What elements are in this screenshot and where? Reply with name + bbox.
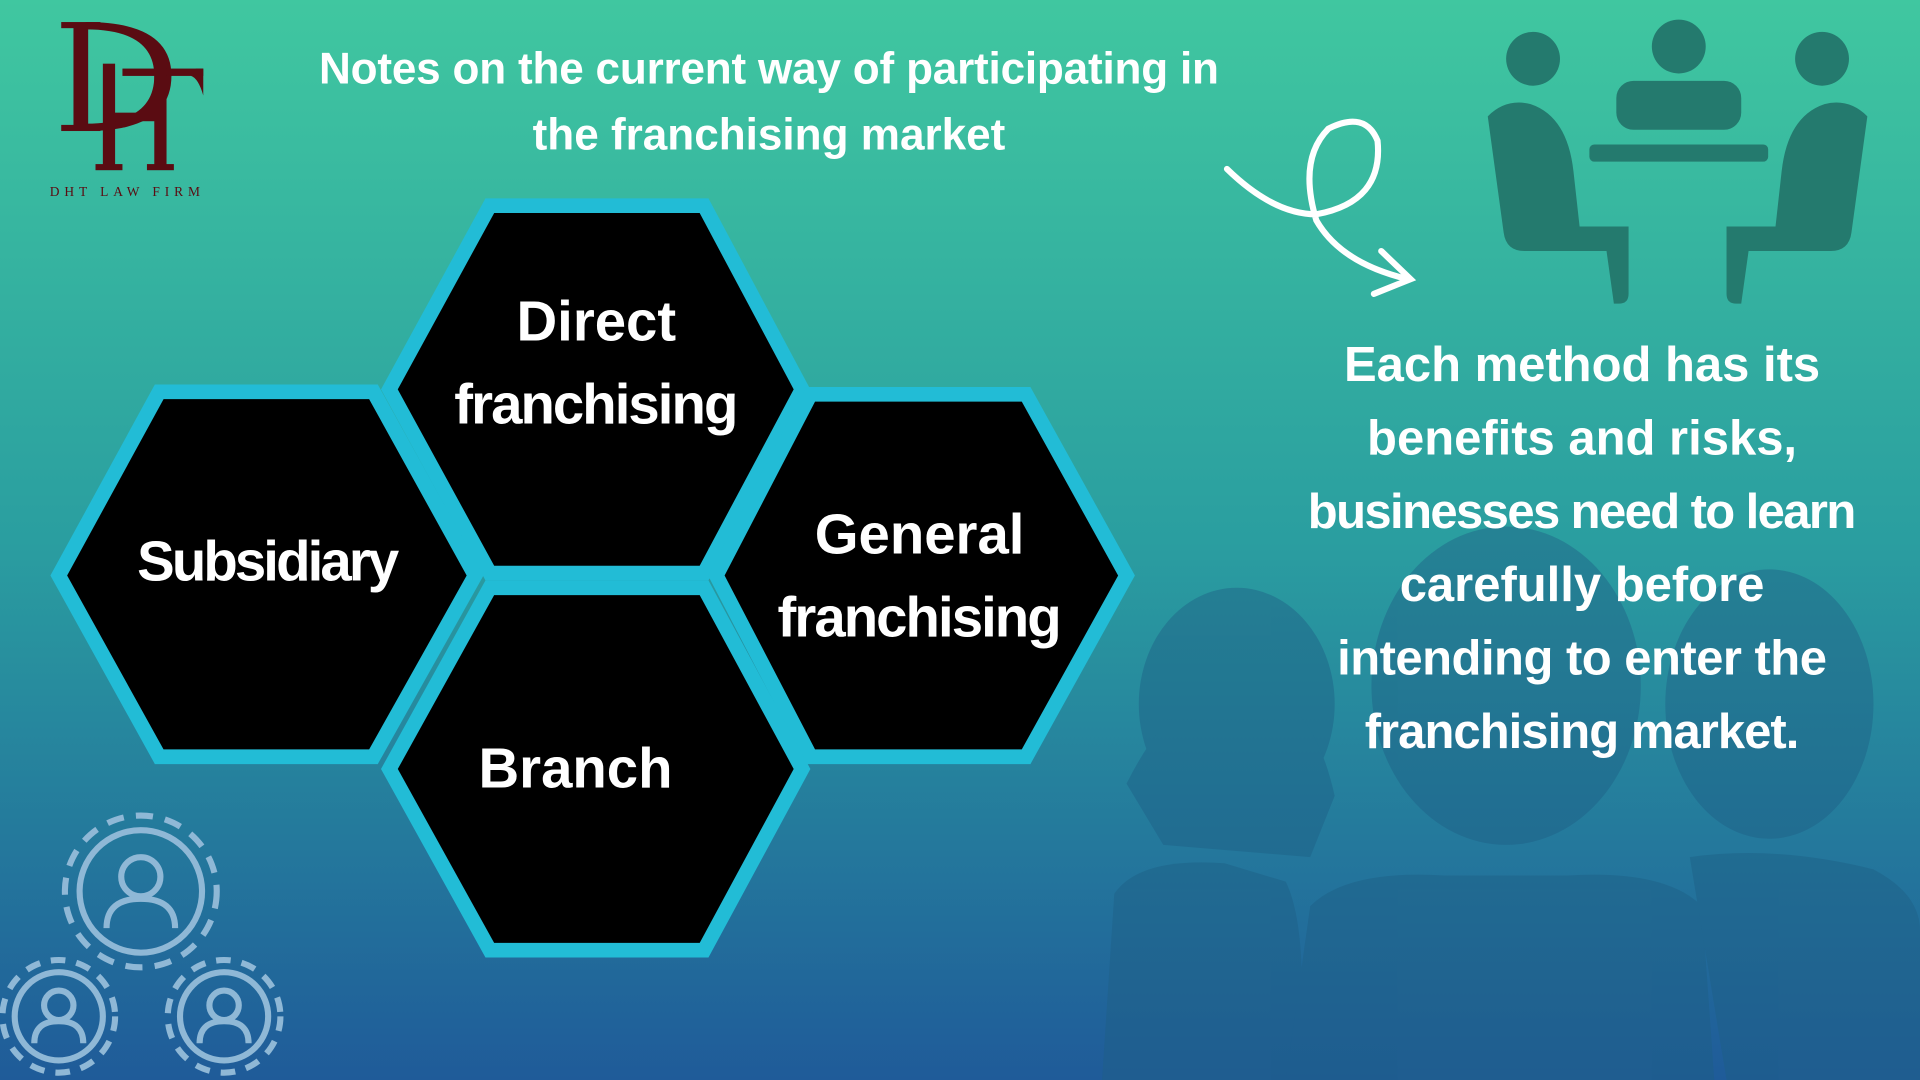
meeting-table-icon — [1487, 19, 1868, 304]
hex-label-branch: Branch — [479, 736, 673, 799]
note-line: intending to enter the — [1337, 632, 1827, 686]
hexagon-direct-franchising — [381, 198, 811, 581]
note-line: Each method has its — [1344, 338, 1820, 392]
curved-arrow-icon — [1223, 118, 1417, 297]
people-silhouette-icon — [1102, 526, 1920, 1080]
hex-label-general-2: franchising — [778, 586, 1062, 649]
hexagon-branch — [380, 580, 811, 958]
hex-label-subsidiary: Subsidiary — [137, 529, 400, 592]
hex-label-direct-2: franchising — [454, 373, 738, 436]
firm-name: DHT LAW FIRM — [50, 184, 205, 199]
hexagon-general-franchising — [708, 386, 1135, 765]
dht-monogram-icon — [61, 22, 204, 171]
title-line-1: Notes on the current way of participatin… — [319, 44, 1219, 93]
hex-label-general-1: General — [815, 502, 1025, 565]
note-text: Each method has its benefits and risks, … — [1308, 338, 1857, 759]
note-line: businesses need to learn — [1308, 485, 1857, 539]
hex-label-direct-1: Direct — [517, 289, 677, 352]
title-line-2: the franchising market — [533, 110, 1006, 159]
note-line: benefits and risks, — [1367, 411, 1797, 465]
gear-people-icon — [0, 812, 284, 1076]
note-line: franchising market. — [1365, 705, 1800, 759]
hexagon-subsidiary — [50, 384, 484, 765]
note-line: carefully before — [1400, 558, 1765, 612]
dht-logo: DHT LAW FIRM — [50, 22, 205, 199]
